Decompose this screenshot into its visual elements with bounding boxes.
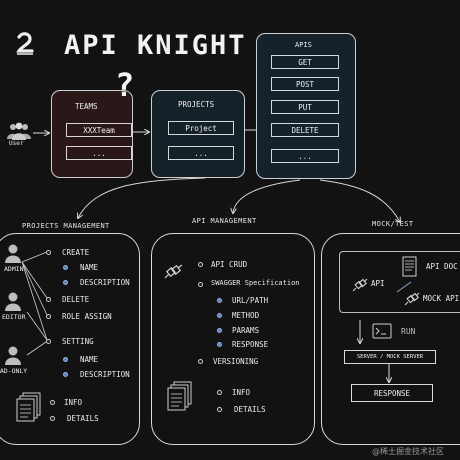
role-line-3 (21, 261, 48, 316)
pm-details: DETAILS (67, 414, 99, 423)
pm-create: CREATE (62, 248, 90, 257)
role-line-1 (21, 251, 48, 263)
mt-api-doc: API DOC (426, 262, 458, 271)
apis-item-more[interactable]: ... (271, 149, 339, 163)
apis-item-post[interactable]: POST (271, 77, 339, 91)
pm-setting-name: NAME (80, 355, 99, 364)
projects-item-project[interactable]: Project (168, 121, 234, 135)
role-editor: EDITOR (2, 313, 26, 321)
sub-bullet (217, 328, 222, 333)
bullet (198, 282, 203, 287)
sub-bullet (63, 372, 68, 377)
terminal-icon[interactable] (372, 323, 392, 339)
am-api-crud: API CRUD (211, 260, 248, 269)
apis-item-put[interactable]: PUT (271, 100, 339, 114)
watermark: @稀土掘金技术社区 (372, 447, 444, 456)
bullet (198, 359, 203, 364)
am-response: RESPONSE (232, 340, 269, 349)
section-mock-test: MOCK/TEST (372, 220, 414, 228)
pm-setting: SETTING (62, 337, 94, 346)
teams-item-more[interactable]: ... (66, 146, 132, 160)
section-projects-management: PROJECTS MANAGEMENT (22, 222, 110, 230)
bullet (217, 390, 222, 395)
arrow-to-projects-management (78, 177, 206, 218)
am-url-path: URL/PATH (232, 296, 269, 305)
am-info: INFO (232, 388, 251, 397)
pm-setting-description: DESCRIPTION (80, 370, 130, 379)
role-admin: ADMIN (4, 265, 24, 273)
sub-bullet (63, 357, 68, 362)
bullet (46, 339, 51, 344)
projects-title: PROJECTS (178, 100, 215, 109)
mt-api: API (371, 279, 385, 288)
pm-info: INFO (64, 398, 83, 407)
bullet (46, 297, 51, 302)
role-line-5 (26, 311, 48, 341)
pm-create-name: NAME (80, 263, 99, 272)
bullet (198, 262, 203, 267)
app-title: API KNIGHT (64, 30, 247, 61)
sub-bullet (63, 265, 68, 270)
mt-run[interactable]: RUN (401, 327, 416, 336)
arrow-to-mock-test (319, 179, 400, 222)
mock-api-box (339, 251, 460, 313)
teams-item-xxxteam[interactable]: XXXTeam (66, 123, 132, 137)
sub-bullet (217, 313, 222, 318)
bullet (46, 314, 51, 319)
role-line-2 (21, 261, 48, 299)
apis-item-get[interactable]: GET (271, 55, 339, 69)
am-method: METHOD (232, 311, 260, 320)
mt-mock-api: MOCK API (423, 294, 460, 303)
role-line-4 (21, 261, 48, 341)
sub-bullet (63, 280, 68, 285)
am-params: PARAMS (232, 326, 260, 335)
apis-item-delete[interactable]: DELETE (271, 123, 339, 137)
mock-link-line (396, 281, 412, 293)
pm-role-assign: ROLE ASSIGN (62, 312, 112, 321)
bullet (217, 407, 222, 412)
api-management-panel (151, 233, 315, 445)
section-api-management: API MANAGEMENT (192, 217, 257, 225)
mt-response: RESPONSE (351, 384, 433, 402)
document-stack-icon (167, 381, 192, 411)
am-details: DETAILS (234, 405, 266, 414)
bullet (46, 250, 51, 255)
teams-box (51, 90, 133, 178)
mock-plug-icon (404, 292, 420, 306)
bullet (50, 416, 55, 421)
knight-logo-icon (16, 32, 34, 55)
document-icon (402, 256, 417, 277)
sub-bullet (217, 342, 222, 347)
teams-title: TEAMS (75, 102, 98, 111)
mt-server: SERVER / MOCK SERVER (344, 350, 436, 364)
question-mark: ? (115, 66, 135, 104)
role-line-6 (26, 341, 47, 356)
pm-delete: DELETE (62, 295, 90, 304)
admin-avatar-icon (5, 244, 21, 263)
bullet (50, 400, 55, 405)
document-stack-icon (16, 392, 41, 422)
read-only-avatar-icon (5, 346, 21, 365)
am-versioning: VERSIONING (213, 357, 259, 366)
role-read-only: READ-ONLY (0, 367, 28, 375)
projects-item-more[interactable]: ... (168, 146, 234, 160)
sub-bullet (217, 298, 222, 303)
plug-connector-icon (352, 278, 368, 292)
mock-test-panel (321, 233, 460, 445)
am-swagger: SWAGGER Specification (211, 279, 300, 287)
apis-title: APIS (295, 41, 312, 49)
user-group-icon (7, 122, 31, 140)
editor-avatar-icon (5, 292, 21, 311)
user-label: User (9, 140, 24, 147)
apis-box (256, 33, 356, 179)
plug-connector-icon (164, 264, 183, 279)
projects-management-panel (0, 233, 140, 445)
pm-create-description: DESCRIPTION (80, 278, 130, 287)
arrow-to-api-management (233, 179, 301, 213)
